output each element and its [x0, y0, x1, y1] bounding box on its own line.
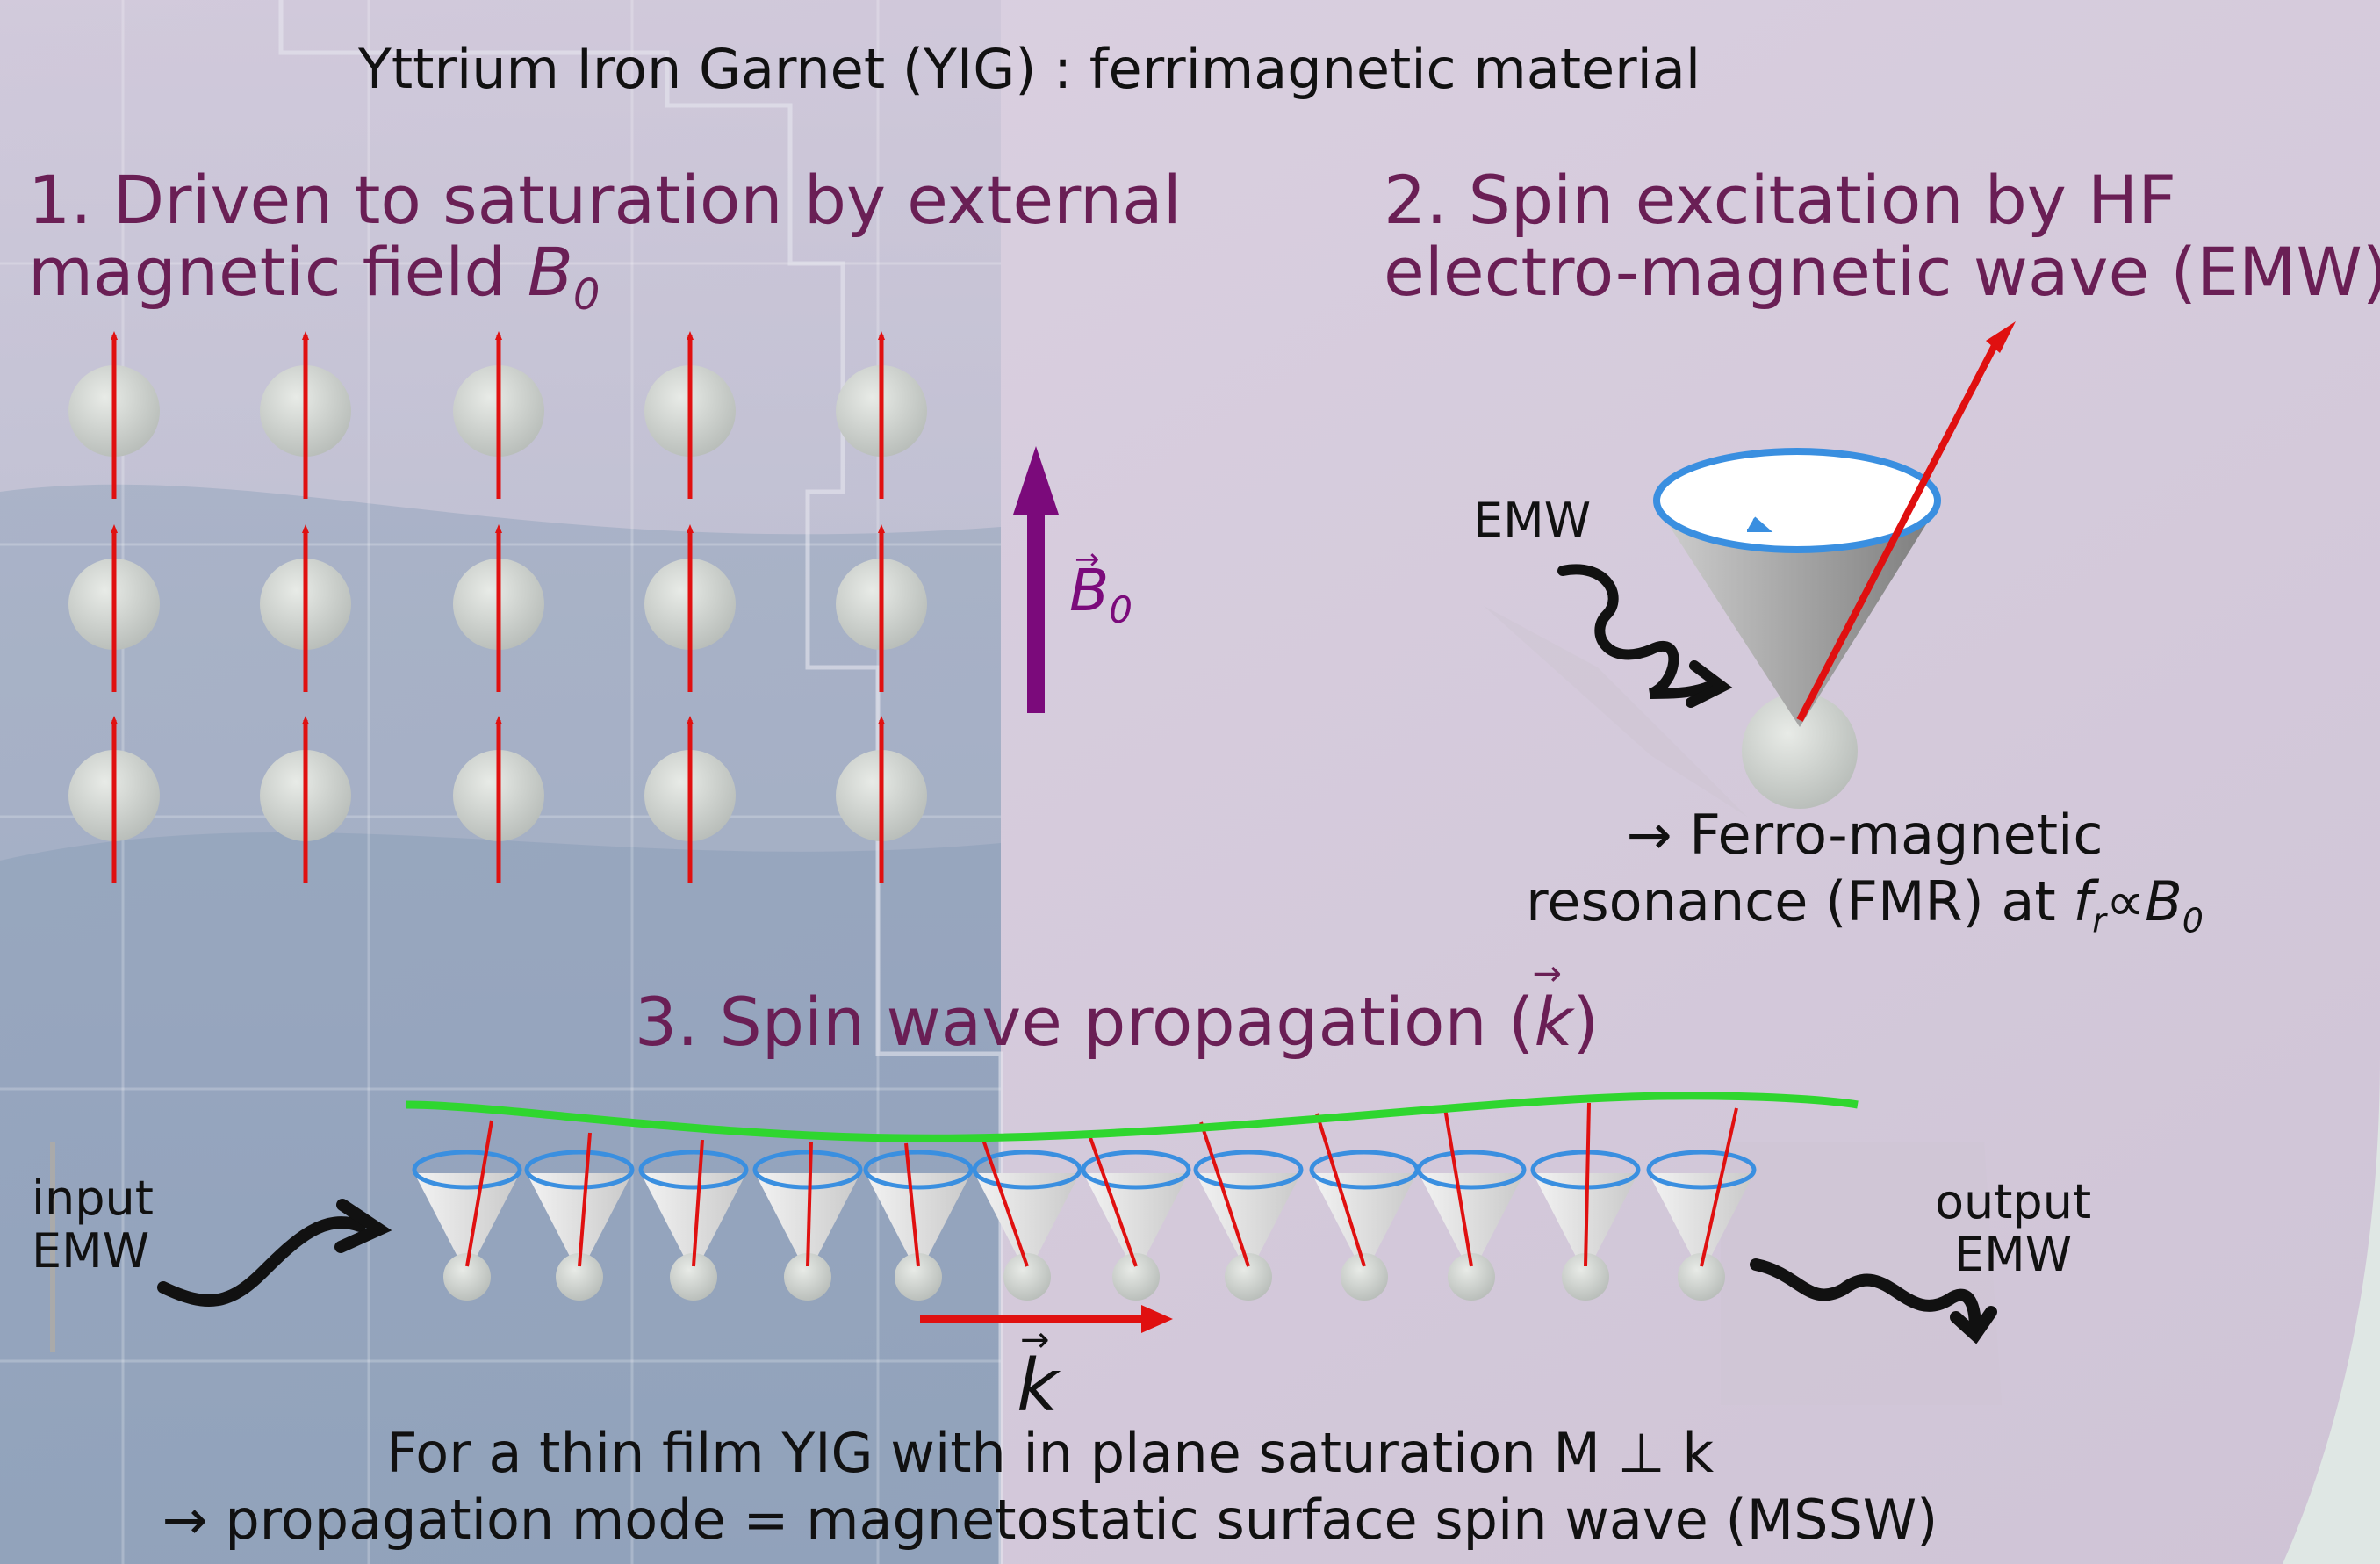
section1-heading-text: magnetic field [28, 233, 528, 311]
fmr-b-subscript: 0 [2182, 901, 2204, 941]
vector-arrow-icon: → [1075, 542, 1100, 577]
atom-ball [1742, 693, 1858, 809]
atom-ball [784, 1253, 831, 1301]
precession-path [412, 1150, 522, 1190]
output-emw-wave [1750, 1258, 1981, 1336]
spin-arrow [1315, 1113, 1366, 1267]
precession-cone [1196, 1173, 1301, 1275]
proportional-symbol: ∝ [2105, 869, 2146, 933]
precession-cone [1649, 1173, 1754, 1275]
footer-line1: For a thin film YIG with in plane satura… [385, 1421, 1715, 1485]
spin-arrow [1087, 1132, 1138, 1267]
precession-cone [1083, 1173, 1189, 1275]
precession-cone [974, 1173, 1080, 1275]
precession-path [1653, 448, 1941, 553]
precession-path [1646, 1150, 1757, 1190]
precession-path [524, 1150, 635, 1190]
fr-subscript: r [2092, 901, 2106, 941]
vector-arrow-icon: → [1532, 954, 1562, 994]
spin-arrow [904, 1142, 920, 1267]
section3-heading: 3. Spin wave propagation (→k) [635, 956, 1599, 1056]
spin-wave-envelope [405, 1092, 1859, 1142]
precession-path [638, 1150, 749, 1190]
spin-arrow [1199, 1121, 1250, 1267]
k-vector-symbol: →k [1532, 956, 1573, 1061]
precession-cone [414, 1173, 520, 1275]
atom-ball [670, 1253, 717, 1301]
output-emw-label-line1: output [1935, 1174, 2092, 1229]
spin-arrow [981, 1139, 1029, 1267]
spin-vector [1796, 334, 2003, 722]
atom-ball [1003, 1253, 1051, 1301]
cone-opening [1657, 451, 1938, 550]
spin-arrow [1584, 1102, 1591, 1267]
spin-arrow [692, 1139, 704, 1267]
section1-heading-line2: magnetic field B0 [28, 239, 600, 317]
spin-arrow [1700, 1107, 1738, 1267]
precession-path [1193, 1150, 1304, 1190]
precession-cone [527, 1173, 632, 1275]
k-symbol: k [1534, 983, 1573, 1061]
k-label: →k [1017, 1323, 1059, 1423]
precession-cone [1419, 1173, 1524, 1275]
atom-ball [1678, 1253, 1725, 1301]
precession-path [1416, 1150, 1527, 1190]
b0-arrow [1013, 446, 1059, 713]
input-emw-label-line1: input [32, 1171, 154, 1226]
atom-ball [1112, 1253, 1160, 1301]
atom-ball [556, 1253, 603, 1301]
atom-ball [895, 1253, 942, 1301]
input-emw-label-line2: EMW [32, 1223, 150, 1279]
section3-heading-suffix: ) [1572, 983, 1600, 1061]
emw-wave-arrow [1557, 564, 1717, 699]
atom-ball [1341, 1253, 1388, 1301]
b0-label: →B0 [1069, 544, 1133, 632]
precession-cone [641, 1173, 746, 1275]
output-emw-label-line2: EMW [1954, 1227, 2073, 1282]
footer-line2: → propagation mode = magnetostatic surfa… [162, 1488, 1938, 1552]
spin-arrow [1443, 1107, 1473, 1267]
vector-arrow-icon: → [1020, 1320, 1050, 1360]
section2-heading-line1: 2. Spin excitation by HF [1384, 161, 2176, 239]
precession-path [863, 1150, 974, 1190]
input-emw-wave [157, 1216, 366, 1307]
b0-symbol: B [527, 233, 573, 311]
atom-ball [1562, 1253, 1609, 1301]
fr-symbol: f [2073, 869, 2093, 933]
fmr-b-symbol: B [2145, 869, 2182, 933]
spin-grid [68, 331, 927, 883]
section1-heading-line1: 1. Driven to saturation by external [28, 161, 1182, 239]
atom-ball [1225, 1253, 1272, 1301]
atom-ball [443, 1253, 491, 1301]
fmr-result-line1: → Ferro-magnetic [1626, 803, 2103, 867]
fmr-cone-figure [1484, 321, 2016, 817]
section3-heading-text: 3. Spin wave propagation ( [634, 983, 1535, 1061]
k-label-text: k [1017, 1344, 1059, 1428]
slide-title: Yttrium Iron Garnet (YIG) : ferrimagneti… [358, 37, 1701, 101]
b0-label-subscript: 0 [1109, 588, 1133, 632]
section2-heading-line2: electro-magnetic wave (EMW) [1384, 233, 2380, 311]
b0-label-symbol: B [1069, 557, 1110, 624]
b0-subscript: 0 [572, 270, 600, 321]
emw-label: EMW [1473, 493, 1592, 548]
precession-cone [1312, 1173, 1417, 1275]
precession-path [972, 1150, 1082, 1190]
precession-path [752, 1150, 863, 1190]
precession-cone [866, 1173, 971, 1275]
spin-arrow [465, 1120, 493, 1267]
precession-cone [1657, 508, 1937, 727]
precession-path [1081, 1150, 1191, 1190]
atom-ball [1448, 1253, 1495, 1301]
spin-arrow [806, 1141, 813, 1267]
fmr-result-line2: resonance (FMR) at fr∝B0 [1526, 875, 2204, 941]
fmr-text: resonance (FMR) at [1526, 869, 2074, 933]
spin-arrow [578, 1132, 592, 1267]
